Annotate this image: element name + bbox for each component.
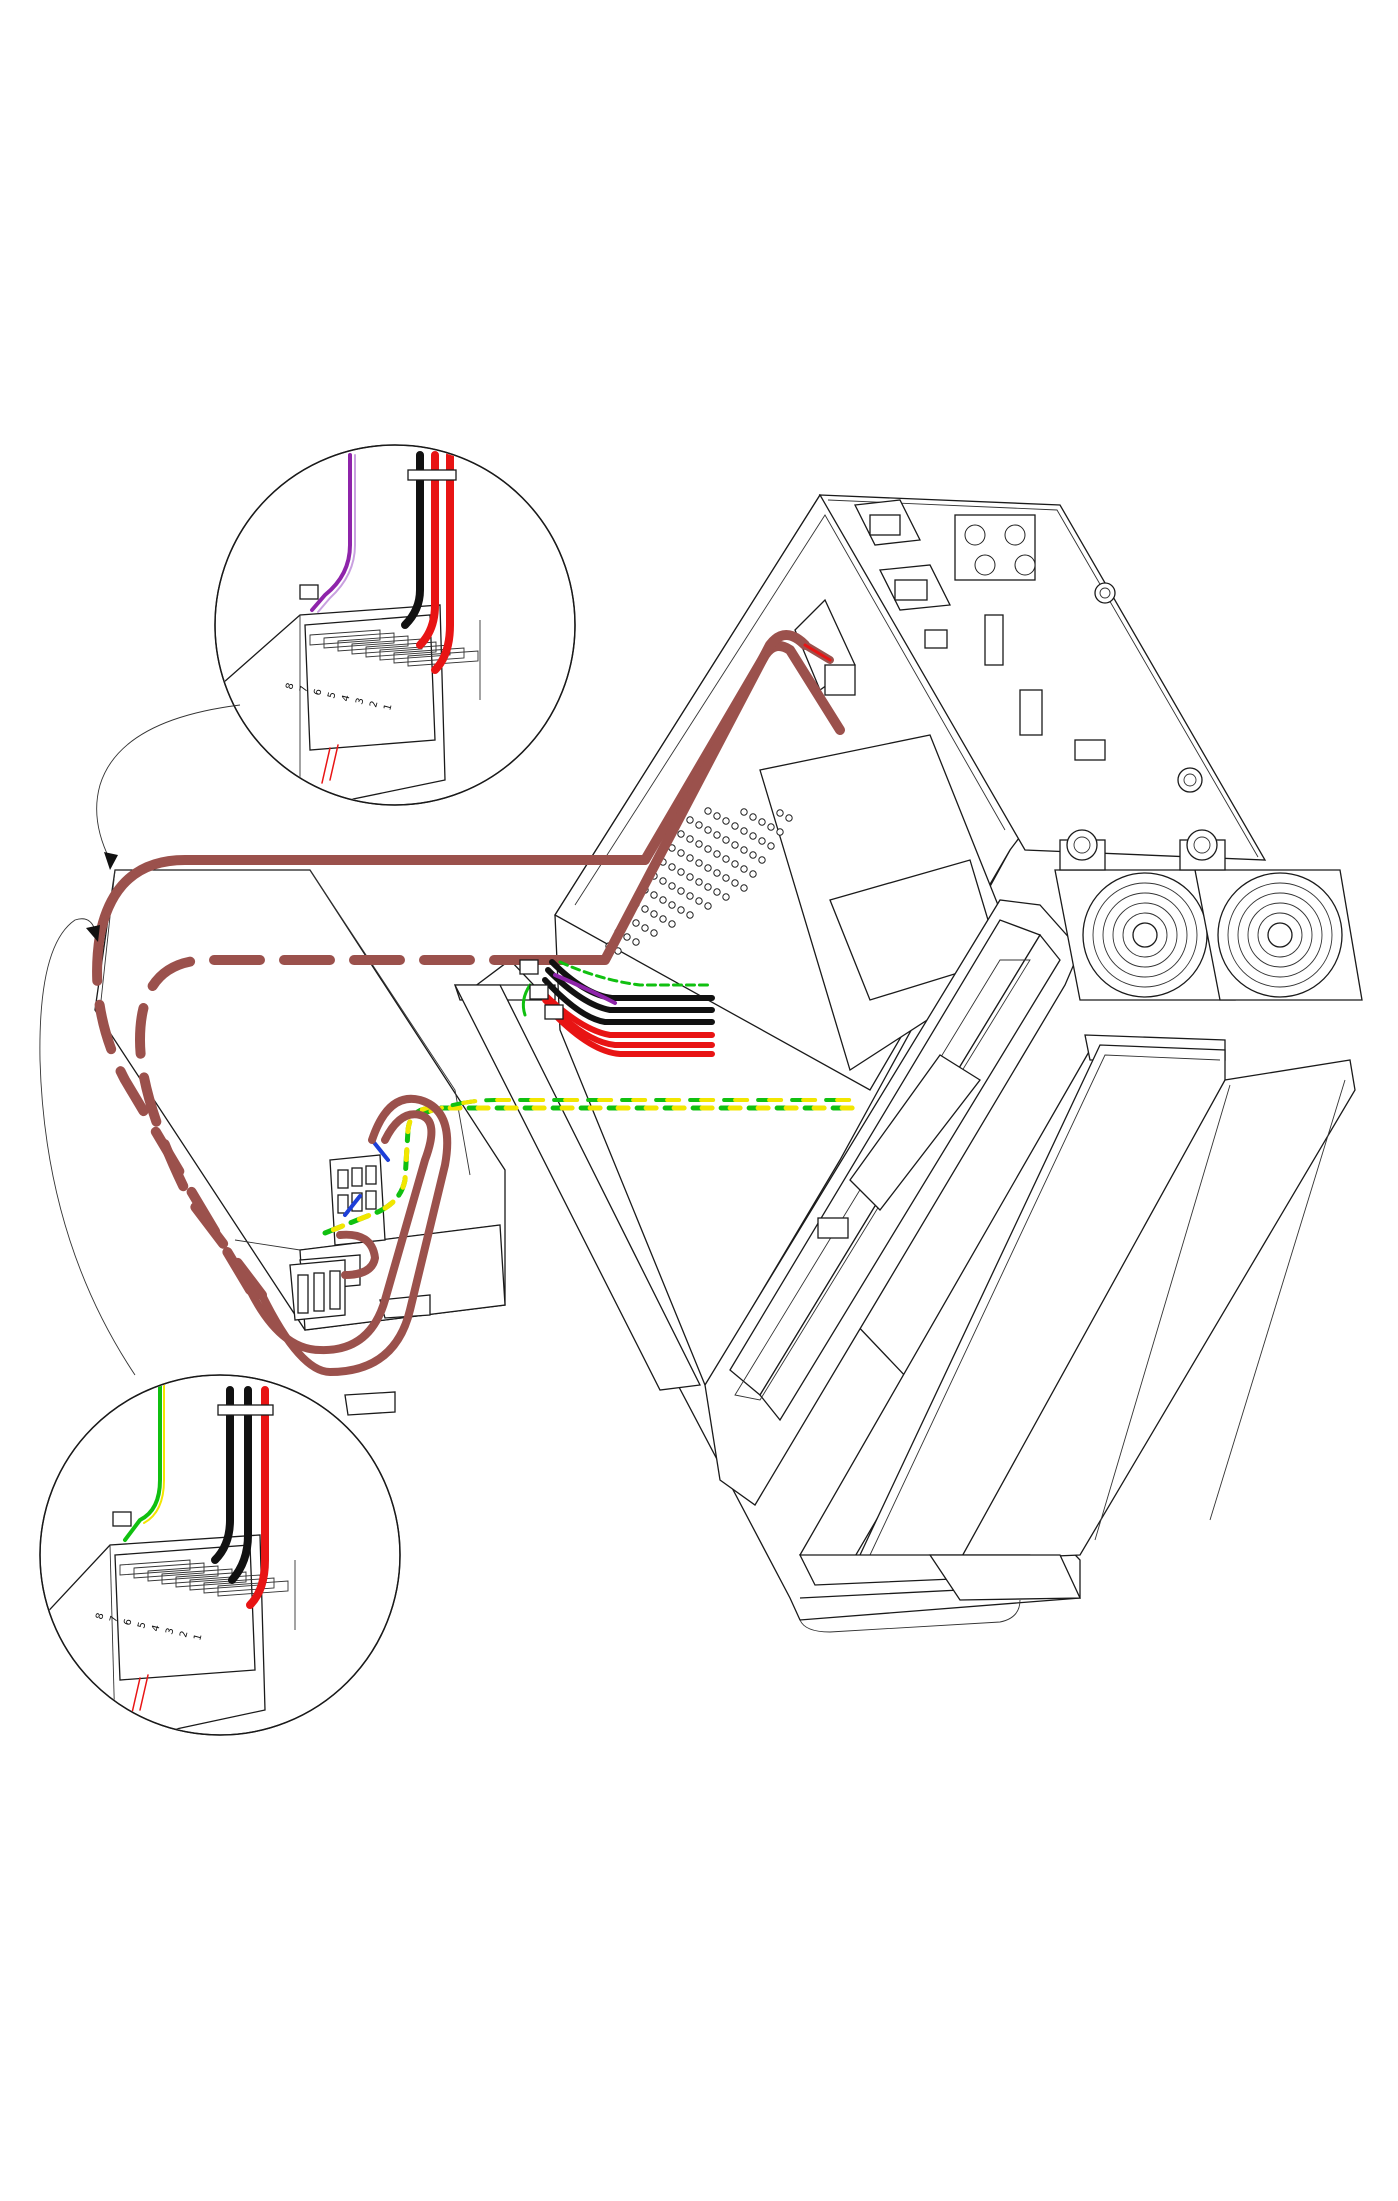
vent-hole [750, 814, 756, 820]
vent-hole [651, 911, 657, 917]
vent-hole [768, 843, 774, 849]
vent-hole [705, 846, 711, 852]
vent-hole [687, 836, 693, 842]
vent-hole [642, 925, 648, 931]
vent-hole [705, 884, 711, 890]
curved-arrow-icon [97, 705, 240, 870]
vent-hole [741, 847, 747, 853]
vent-hole [759, 819, 765, 825]
vent-hole [687, 893, 693, 899]
vent-hole [633, 939, 639, 945]
vent-hole [723, 894, 729, 900]
vent-hole [678, 831, 684, 837]
vent-hole [687, 817, 693, 823]
vent-hole [732, 880, 738, 886]
vent-hole [714, 889, 720, 895]
vent-hole [651, 892, 657, 898]
vent-hole [678, 850, 684, 856]
vent-hole [624, 934, 630, 940]
vent-hole [669, 902, 675, 908]
terminal-block-bottom [115, 1545, 255, 1680]
vent-hole [633, 920, 639, 926]
vent-hole [723, 818, 729, 824]
fan-housing-right [1195, 870, 1362, 1000]
vent-hole [660, 916, 666, 922]
vent-hole [741, 828, 747, 834]
vent-hole [732, 842, 738, 848]
chassis [455, 495, 1362, 1632]
vent-hole [732, 823, 738, 829]
vent-hole [687, 874, 693, 880]
detail-view-top: 87654321 [215, 445, 575, 810]
vent-hole [705, 808, 711, 814]
vent-hole [714, 870, 720, 876]
vent-hole [723, 875, 729, 881]
vent-hole [660, 897, 666, 903]
vent-hole [651, 930, 657, 936]
vent-hole [714, 832, 720, 838]
vent-hole [777, 829, 783, 835]
vent-hole [732, 861, 738, 867]
vent-hole [750, 871, 756, 877]
vent-hole [696, 822, 702, 828]
vent-hole [750, 852, 756, 858]
vent-hole [714, 851, 720, 857]
vent-hole [669, 864, 675, 870]
vent-hole [741, 809, 747, 815]
vent-hole [741, 885, 747, 891]
vent-hole [696, 860, 702, 866]
vent-hole [759, 838, 765, 844]
vent-hole [705, 827, 711, 833]
vent-hole [642, 906, 648, 912]
vent-hole [678, 907, 684, 913]
vent-hole [678, 869, 684, 875]
vent-hole [777, 810, 783, 816]
vent-hole [687, 855, 693, 861]
vent-hole [723, 837, 729, 843]
vent-hole [696, 879, 702, 885]
vent-hole [696, 898, 702, 904]
vent-hole [705, 865, 711, 871]
vent-hole [669, 883, 675, 889]
terminal-block-top [305, 615, 435, 750]
vent-hole [687, 912, 693, 918]
vent-hole [714, 813, 720, 819]
vent-hole [669, 921, 675, 927]
vent-hole [768, 824, 774, 830]
vent-hole [660, 878, 666, 884]
vent-hole [750, 833, 756, 839]
vent-hole [705, 903, 711, 909]
vent-hole [696, 841, 702, 847]
vent-hole [741, 866, 747, 872]
vent-hole [759, 857, 765, 863]
vent-hole [678, 888, 684, 894]
vent-hole [723, 856, 729, 862]
vent-hole [786, 815, 792, 821]
